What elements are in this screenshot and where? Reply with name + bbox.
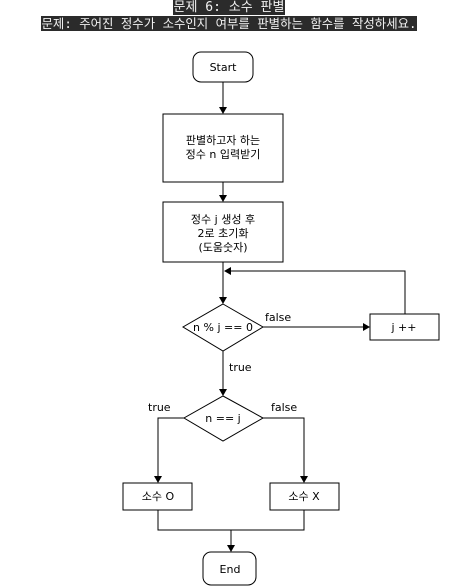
edges — [154, 82, 406, 552]
node-prime-no-shape — [269, 482, 340, 511]
node-cond-mod[interactable]: n % j == 0 — [182, 303, 264, 352]
header-problem: 문제: 주어진 정수가 소수인지 여부를 판별하는 함수를 작성하세요. — [0, 16, 458, 33]
node-input-line-2: 정수 n 입력받기 — [186, 148, 261, 161]
edge-loop-back — [231, 270, 406, 314]
node-init-line-3: (도움숫자) — [198, 241, 247, 254]
node-cond-eq-shape — [182, 395, 265, 442]
node-start-label: Start — [210, 61, 238, 74]
arrowhead-false-notprime — [300, 476, 308, 483]
node-prime-yes-shape — [122, 482, 193, 511]
node-increment-shape — [369, 313, 440, 341]
node-end[interactable]: End — [202, 551, 257, 586]
edge-label-false-mod: false — [265, 311, 291, 324]
edge-label-true-mod: true — [229, 361, 252, 374]
node-prime-yes[interactable]: 소수 O — [122, 482, 193, 511]
node-cond-eq[interactable]: n == j — [182, 395, 265, 442]
edge-true-prime — [157, 417, 184, 476]
edge-label-false-eq: false — [271, 401, 297, 414]
node-increment-label: j ++ — [391, 321, 417, 334]
arrowhead-true-condeq — [219, 389, 227, 396]
node-prime-no[interactable]: 소수 X — [269, 482, 340, 511]
node-init-shape — [162, 201, 284, 263]
node-input[interactable]: 판별하고자 하는 정수 n 입력받기 — [162, 113, 284, 183]
arrowhead-init-cond — [219, 297, 227, 304]
node-input-shape — [162, 113, 284, 183]
arrowhead-start-input — [219, 107, 227, 114]
node-start-shape — [192, 51, 254, 83]
header-problem-text: 문제: 주어진 정수가 소수인지 여부를 판별하는 함수를 작성하세요. — [40, 16, 418, 31]
node-cond-mod-label: n % j == 0 — [193, 321, 253, 334]
arrowhead-merge-end — [227, 545, 235, 552]
header-title: 문제 6: 소수 판별 — [0, 0, 458, 16]
arrowhead-input-init — [219, 195, 227, 202]
node-cond-eq-label: n == j — [205, 412, 240, 425]
header-title-text: 문제 6: 소수 판별 — [172, 0, 286, 15]
node-cond-mod-shape — [182, 303, 264, 352]
node-increment[interactable]: j ++ — [369, 313, 440, 341]
node-init-line-2: 2로 초기화 — [198, 227, 249, 240]
node-end-shape — [202, 551, 257, 586]
node-input-line-1: 판별하고자 하는 — [186, 133, 260, 147]
edge-merge — [157, 510, 305, 531]
node-end-label: End — [220, 563, 241, 576]
arrowhead-false-increment — [363, 323, 370, 331]
arrowhead-true-prime — [154, 476, 162, 483]
edge-label-true-eq: true — [148, 401, 171, 414]
node-init-line-1: 정수 j 생성 후 — [191, 213, 255, 226]
node-prime-no-label: 소수 X — [288, 490, 320, 503]
edge-false-notprime — [263, 417, 305, 476]
node-init[interactable]: 정수 j 생성 후 2로 초기화 (도움숫자) — [162, 201, 284, 263]
node-start[interactable]: Start — [192, 51, 254, 83]
arrowhead-loop-back — [224, 267, 231, 275]
node-prime-yes-label: 소수 O — [142, 490, 175, 503]
